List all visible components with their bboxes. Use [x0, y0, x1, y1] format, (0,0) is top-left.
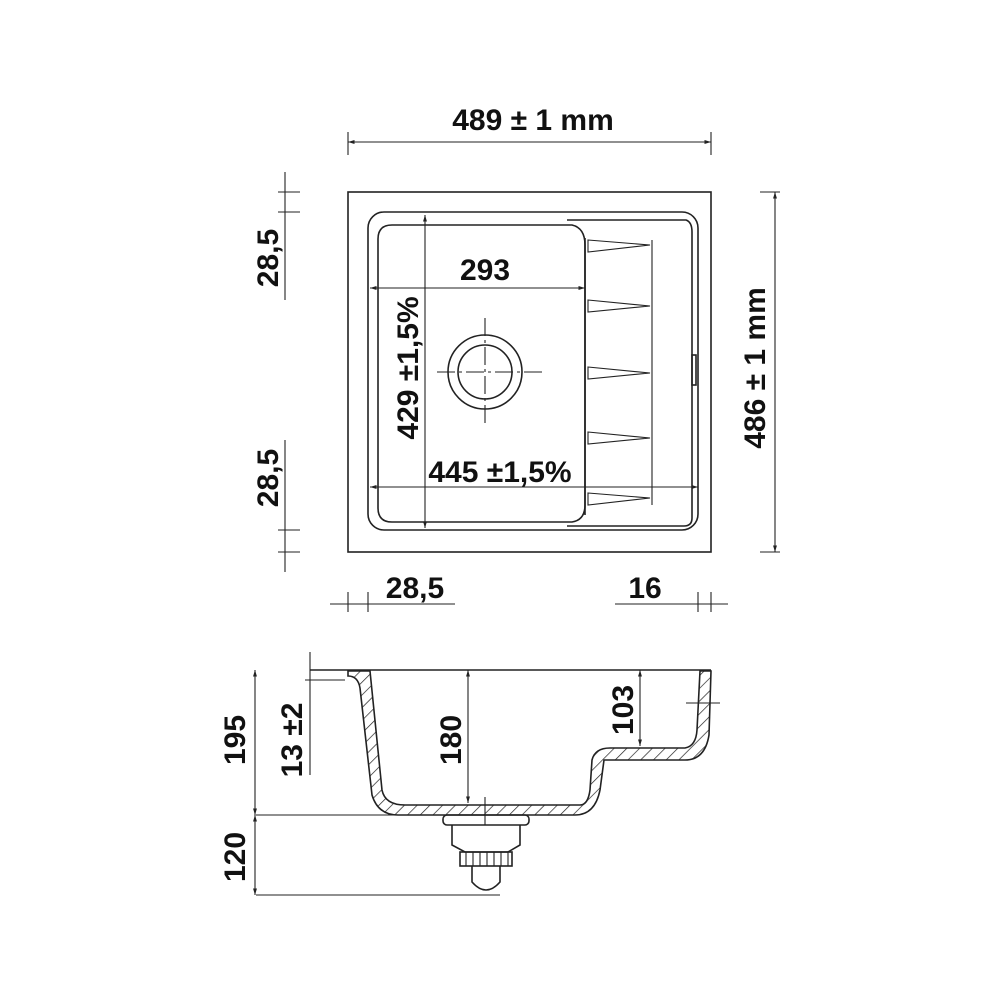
- drain-fitting: [442, 797, 530, 891]
- rim-inner-outline: [367, 211, 699, 531]
- drainer-ribs: [587, 239, 651, 506]
- top-view: 489 ± 1 mm 486 ± 1 mm 28,5 28,5 28,5 16 …: [252, 104, 780, 612]
- drainer-area: [567, 219, 693, 527]
- sink-outline: [347, 191, 712, 553]
- bowl-outline: [377, 224, 586, 523]
- dim-rim-left: 28,5: [386, 572, 444, 605]
- sink-section: [347, 670, 712, 816]
- dim-rim-thickness: 13 ±2: [276, 703, 309, 778]
- dim-bowl-depth: 429 ±1,5%: [392, 296, 425, 439]
- dim-bowl-width: 293: [460, 254, 510, 287]
- overflow-slot: [691, 354, 697, 386]
- dim-total-height: 195: [219, 715, 252, 765]
- dim-overall-width: 489 ± 1 mm: [452, 104, 614, 137]
- dim-rim-top: 28,5: [252, 229, 285, 287]
- dim-bowl-depth-side: 180: [435, 715, 468, 765]
- dim-overall-depth: 486 ± 1 mm: [739, 287, 772, 449]
- dim-rim-right: 16: [628, 572, 661, 605]
- dim-drain-height: 120: [219, 832, 252, 882]
- dim-inner-width: 445 ±1,5%: [428, 456, 571, 489]
- drain-hole: [437, 318, 542, 426]
- side-view: 195 120 13 ±2 180 103: [219, 652, 720, 896]
- dim-rim-bottom: 28,5: [252, 449, 285, 507]
- dim-drainer-depth: 103: [607, 685, 640, 735]
